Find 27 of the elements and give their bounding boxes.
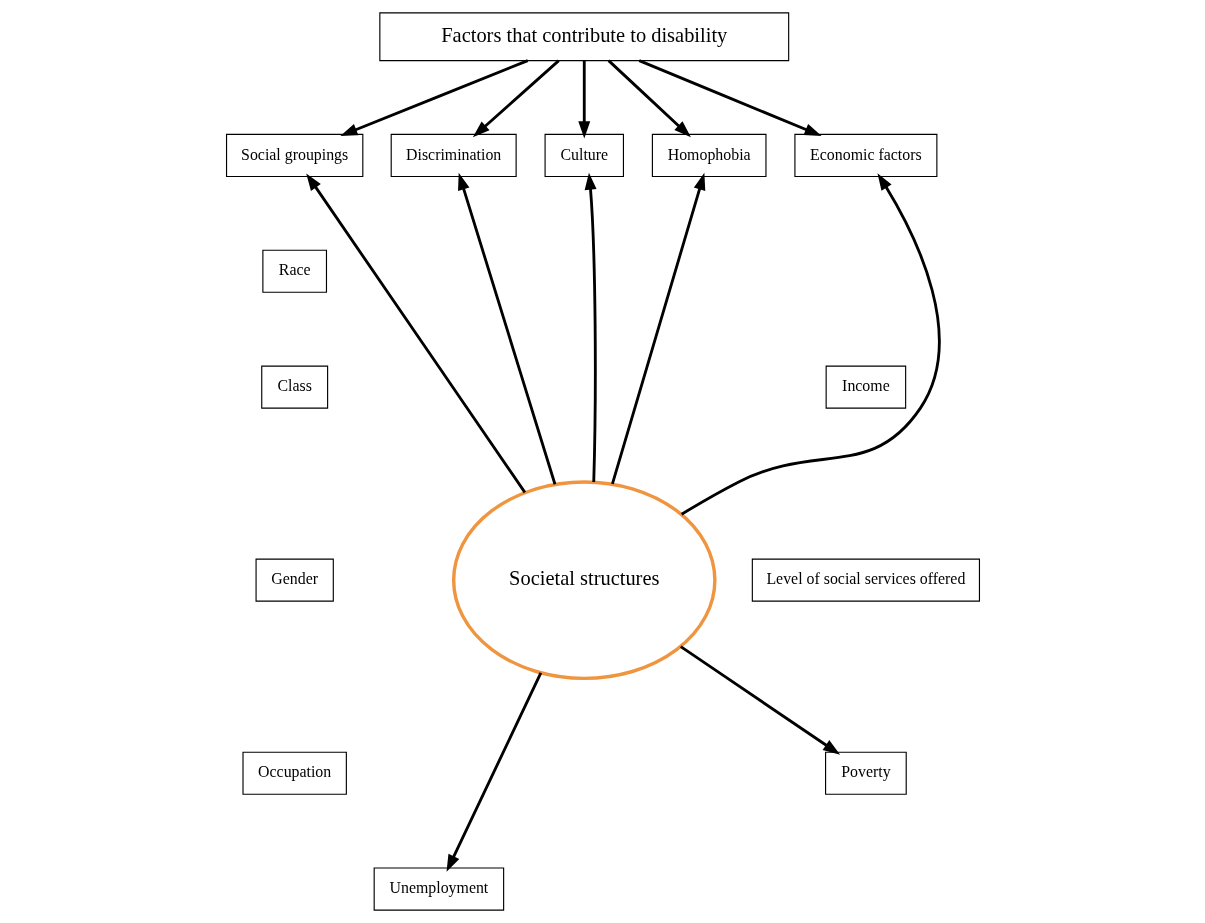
- node-box: Culture: [544, 133, 624, 178]
- node-box: Factors that contribute to disability: [378, 12, 789, 62]
- arrow: [577, 60, 590, 139]
- node-box: Economic factors: [793, 133, 937, 178]
- arrow: [472, 59, 560, 138]
- node-box: Level of social services offered: [751, 558, 980, 602]
- arrow: [305, 173, 526, 494]
- node-ellipse: Societal structures: [451, 480, 717, 681]
- arrow: [339, 59, 528, 136]
- arrow: [457, 172, 556, 485]
- arrow: [610, 172, 705, 485]
- node-box: Class: [260, 365, 328, 409]
- arrow: [679, 645, 840, 755]
- arrow: [607, 59, 691, 138]
- arrow: [446, 672, 542, 872]
- arrow: [680, 173, 940, 516]
- node-box: Social groupings: [225, 133, 363, 178]
- arrow: [638, 59, 822, 136]
- node-box: Poverty: [824, 751, 907, 795]
- node-box: Race: [261, 249, 327, 293]
- node-box: Gender: [255, 558, 334, 602]
- node-box: Income: [825, 365, 906, 409]
- node-box: Discrimination: [390, 133, 517, 178]
- node-box: Unemployment: [373, 867, 504, 911]
- node-box: Occupation: [241, 751, 347, 795]
- arrow: [584, 172, 597, 483]
- node-box: Homophobia: [651, 133, 767, 178]
